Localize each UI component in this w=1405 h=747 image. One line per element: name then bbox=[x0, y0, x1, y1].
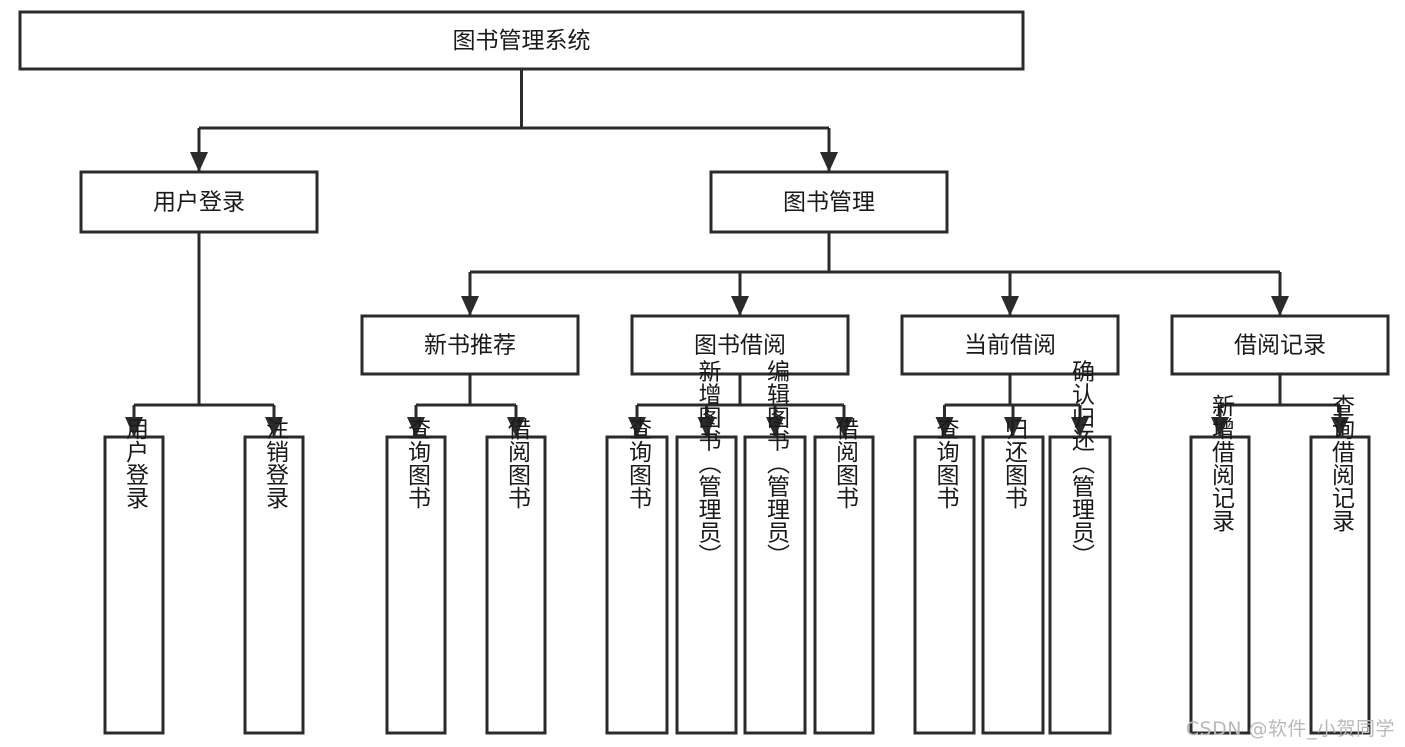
node-rect bbox=[913, 435, 976, 735]
node-leaf-5-新增图书管理员[interactable]: 新增图书（管理员） bbox=[675, 360, 738, 735]
node-rect bbox=[981, 435, 1045, 735]
node-label: 借阅图书 bbox=[832, 417, 860, 509]
node-root-图书管理系统[interactable]: 图书管理系统 bbox=[18, 10, 1025, 71]
node-leaf-11-新增借阅记录[interactable]: 新增借阅记录 bbox=[1189, 394, 1251, 735]
node-rect bbox=[1309, 435, 1371, 735]
node-l3-新书推荐[interactable]: 新书推荐 bbox=[360, 314, 580, 376]
node-label: 查询图书 bbox=[625, 417, 653, 509]
node-label: 借阅记录 bbox=[1234, 333, 1326, 359]
arrow-head-icon bbox=[1004, 417, 1022, 437]
node-leaf-4-查询图书[interactable]: 查询图书 bbox=[605, 417, 669, 735]
arrow-head-icon bbox=[1331, 417, 1349, 437]
node-rect bbox=[385, 435, 447, 735]
node-rect bbox=[79, 170, 319, 234]
arrow-head-icon bbox=[731, 296, 749, 316]
node-rect bbox=[1189, 435, 1251, 735]
arrow-head-icon bbox=[835, 417, 853, 437]
node-rect bbox=[1170, 314, 1390, 376]
arrow-head-icon bbox=[190, 152, 208, 172]
node-label: 借阅图书 bbox=[504, 417, 532, 509]
node-label: 图书借阅 bbox=[694, 333, 786, 359]
node-label: 当前借阅 bbox=[964, 333, 1056, 359]
node-l3-图书借阅[interactable]: 图书借阅 bbox=[630, 314, 850, 376]
node-label: 新增图书（管理员） bbox=[694, 360, 722, 567]
node-label: 新书推荐 bbox=[424, 333, 516, 359]
node-label: 新增借阅记录 bbox=[1208, 394, 1236, 532]
connector-layer bbox=[125, 69, 1349, 437]
node-rect bbox=[900, 314, 1120, 376]
node-label: 查询借阅记录 bbox=[1328, 394, 1356, 532]
node-label: 用户登录 bbox=[153, 190, 245, 216]
node-label: 查询图书 bbox=[404, 417, 432, 509]
node-leaf-9-归还图书[interactable]: 归还图书 bbox=[981, 417, 1045, 735]
node-leaf-12-查询借阅记录[interactable]: 查询借阅记录 bbox=[1309, 394, 1371, 735]
arrow-head-icon bbox=[820, 152, 838, 172]
node-l3-借阅记录[interactable]: 借阅记录 bbox=[1170, 314, 1390, 376]
arrow-head-icon bbox=[1211, 417, 1229, 437]
node-label: 用户登录 bbox=[122, 417, 150, 509]
node-leaf-3-借阅图书[interactable]: 借阅图书 bbox=[485, 417, 547, 735]
node-label: 编辑图书（管理员） bbox=[763, 360, 791, 567]
arrow-head-icon bbox=[766, 417, 784, 437]
arrow-head-icon bbox=[1071, 417, 1089, 437]
node-rect bbox=[103, 435, 165, 735]
node-leaf-10-确认归还管理员[interactable]: 确认归还（管理员） bbox=[1048, 360, 1112, 735]
node-layer: 图书管理系统用户登录图书管理新书推荐图书借阅当前借阅借阅记录用户登录注销登录查询… bbox=[18, 10, 1390, 735]
node-leaf-6-编辑图书管理员[interactable]: 编辑图书（管理员） bbox=[743, 360, 807, 735]
node-rect bbox=[630, 314, 850, 376]
node-rect bbox=[360, 314, 580, 376]
node-rect bbox=[675, 435, 738, 735]
arrow-head-icon bbox=[628, 417, 646, 437]
node-rect bbox=[18, 10, 1025, 71]
node-rect bbox=[743, 435, 807, 735]
node-rect bbox=[485, 435, 547, 735]
node-l2-用户登录[interactable]: 用户登录 bbox=[79, 170, 319, 234]
node-leaf-8-查询图书[interactable]: 查询图书 bbox=[913, 417, 976, 735]
arrow-head-icon bbox=[507, 417, 525, 437]
node-label: 归还图书 bbox=[1001, 417, 1029, 509]
arrow-head-icon bbox=[461, 296, 479, 316]
arrow-head-icon bbox=[125, 417, 143, 437]
node-label: 图书管理 bbox=[783, 190, 875, 216]
node-rect bbox=[709, 170, 949, 234]
node-rect bbox=[1048, 435, 1112, 735]
arrow-head-icon bbox=[265, 417, 283, 437]
node-label: 图书管理系统 bbox=[453, 28, 591, 54]
arrow-head-icon bbox=[1001, 296, 1019, 316]
arrow-head-icon bbox=[935, 417, 954, 437]
node-label: 查询图书 bbox=[932, 417, 960, 509]
node-rect bbox=[813, 435, 875, 735]
node-l3-当前借阅[interactable]: 当前借阅 bbox=[900, 314, 1120, 376]
node-leaf-2-查询图书[interactable]: 查询图书 bbox=[385, 417, 447, 735]
arrow-head-icon bbox=[697, 417, 716, 437]
node-leaf-1-注销登录[interactable]: 注销登录 bbox=[243, 417, 305, 735]
arrow-head-icon bbox=[1271, 296, 1289, 316]
arrow-head-icon bbox=[407, 417, 425, 437]
node-rect bbox=[605, 435, 669, 735]
node-label: 注销登录 bbox=[262, 417, 290, 509]
node-l2-图书管理[interactable]: 图书管理 bbox=[709, 170, 949, 234]
node-leaf-7-借阅图书[interactable]: 借阅图书 bbox=[813, 417, 875, 735]
node-leaf-0-用户登录[interactable]: 用户登录 bbox=[103, 417, 165, 735]
node-rect bbox=[243, 435, 305, 735]
node-label: 确认归还（管理员） bbox=[1068, 360, 1096, 567]
